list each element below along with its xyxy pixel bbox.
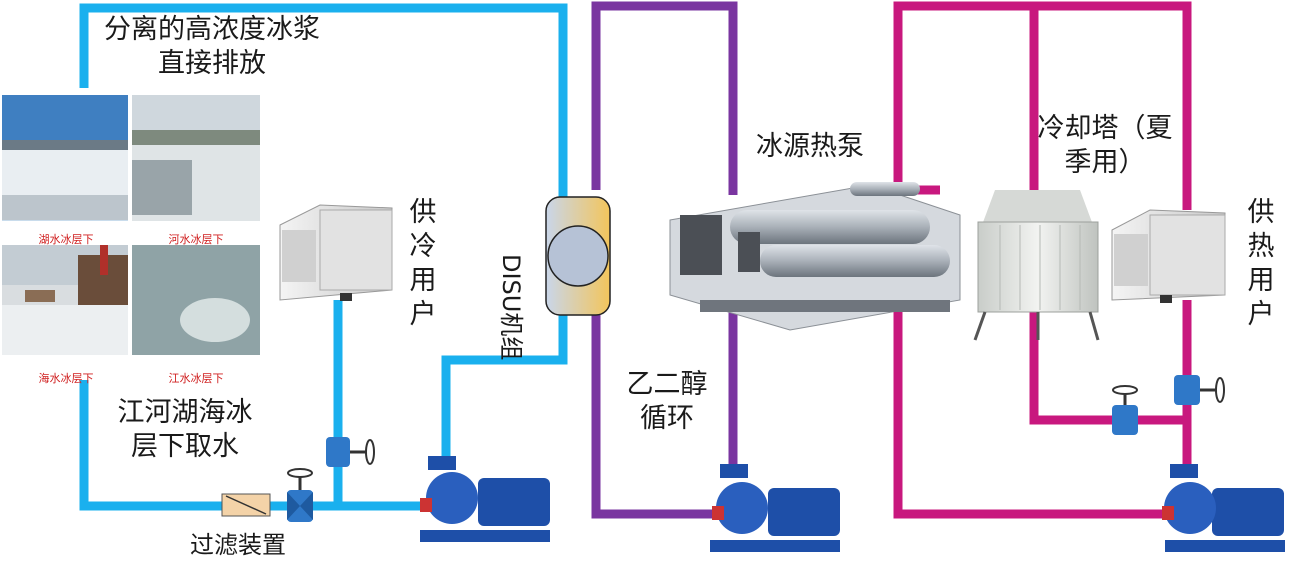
discharge-label: 分离的高浓度冰浆 直接排放: [92, 13, 332, 81]
cooling-tower-label-line2: 季用）: [1064, 147, 1146, 178]
valve-intake: [287, 468, 313, 522]
cooling-tower-label: 冷却塔（夏 季用）: [1025, 112, 1185, 180]
cooling-user-label: 供冷用户: [406, 196, 440, 332]
glycol-pipe: [591, 1, 738, 195]
intake-label-line1: 江河湖海冰: [117, 397, 253, 428]
glycol-label-line1: 乙二醇: [626, 369, 708, 400]
heating-user-label: 供热用户: [1244, 196, 1278, 332]
pump-heating: [1162, 464, 1285, 552]
cooling-user-text: 供冷用户: [409, 197, 437, 330]
photo-caption-sea: 海水冰层下: [38, 372, 94, 385]
water-pipe-outer: [79, 3, 568, 470]
photo-caption-river: 河水冰层下: [168, 233, 224, 246]
filter-device: [221, 493, 271, 517]
glycol-pipe-return: [591, 310, 722, 519]
water-loop: [79, 3, 568, 511]
cooling-user-unit: [279, 204, 393, 301]
pump-water: [420, 456, 550, 542]
disu-unit: [545, 196, 611, 316]
intake-label-line2: 层下取水: [131, 431, 239, 462]
water-pipe-intake: [79, 380, 430, 511]
heating-user-text: 供热用户: [1247, 197, 1275, 330]
heating-pipe-return: [893, 280, 1172, 519]
photo-grid: [2, 95, 260, 371]
pump-glycol: [710, 464, 840, 552]
intake-label: 江河湖海冰 层下取水: [100, 396, 270, 464]
photo-river: [132, 95, 260, 237]
photo-yangtze: [132, 245, 260, 371]
glycol-label: 乙二醇 循环: [612, 368, 722, 436]
glycol-label-line2: 循环: [640, 403, 694, 434]
heat-pump-label: 冰源热泵: [756, 131, 864, 162]
photo-lake: [2, 95, 128, 237]
discharge-label-line1: 分离的高浓度冰浆: [104, 14, 320, 45]
cooling-tower: [973, 190, 1100, 341]
photo-caption-lake: 湖水冰层下: [38, 233, 94, 246]
heating-pipe-top: [893, 1, 1192, 210]
valve-branch: [326, 437, 375, 467]
cooling-tower-label-line1: 冷却塔（夏: [1037, 113, 1173, 144]
disu-label: DISU机组: [497, 254, 525, 361]
heating-pipe-tower: [1029, 310, 1187, 425]
valve-heating: [1174, 375, 1225, 405]
discharge-label-line2: 直接排放: [158, 48, 266, 79]
heating-user-unit: [1111, 209, 1226, 303]
heat-pump-unit: [669, 182, 961, 331]
valve-tower: [1112, 385, 1138, 435]
filter-label: 过滤装置: [190, 531, 286, 559]
photo-sea: [2, 245, 128, 371]
photo-caption-yangtze: 江水冰层下: [168, 372, 224, 385]
